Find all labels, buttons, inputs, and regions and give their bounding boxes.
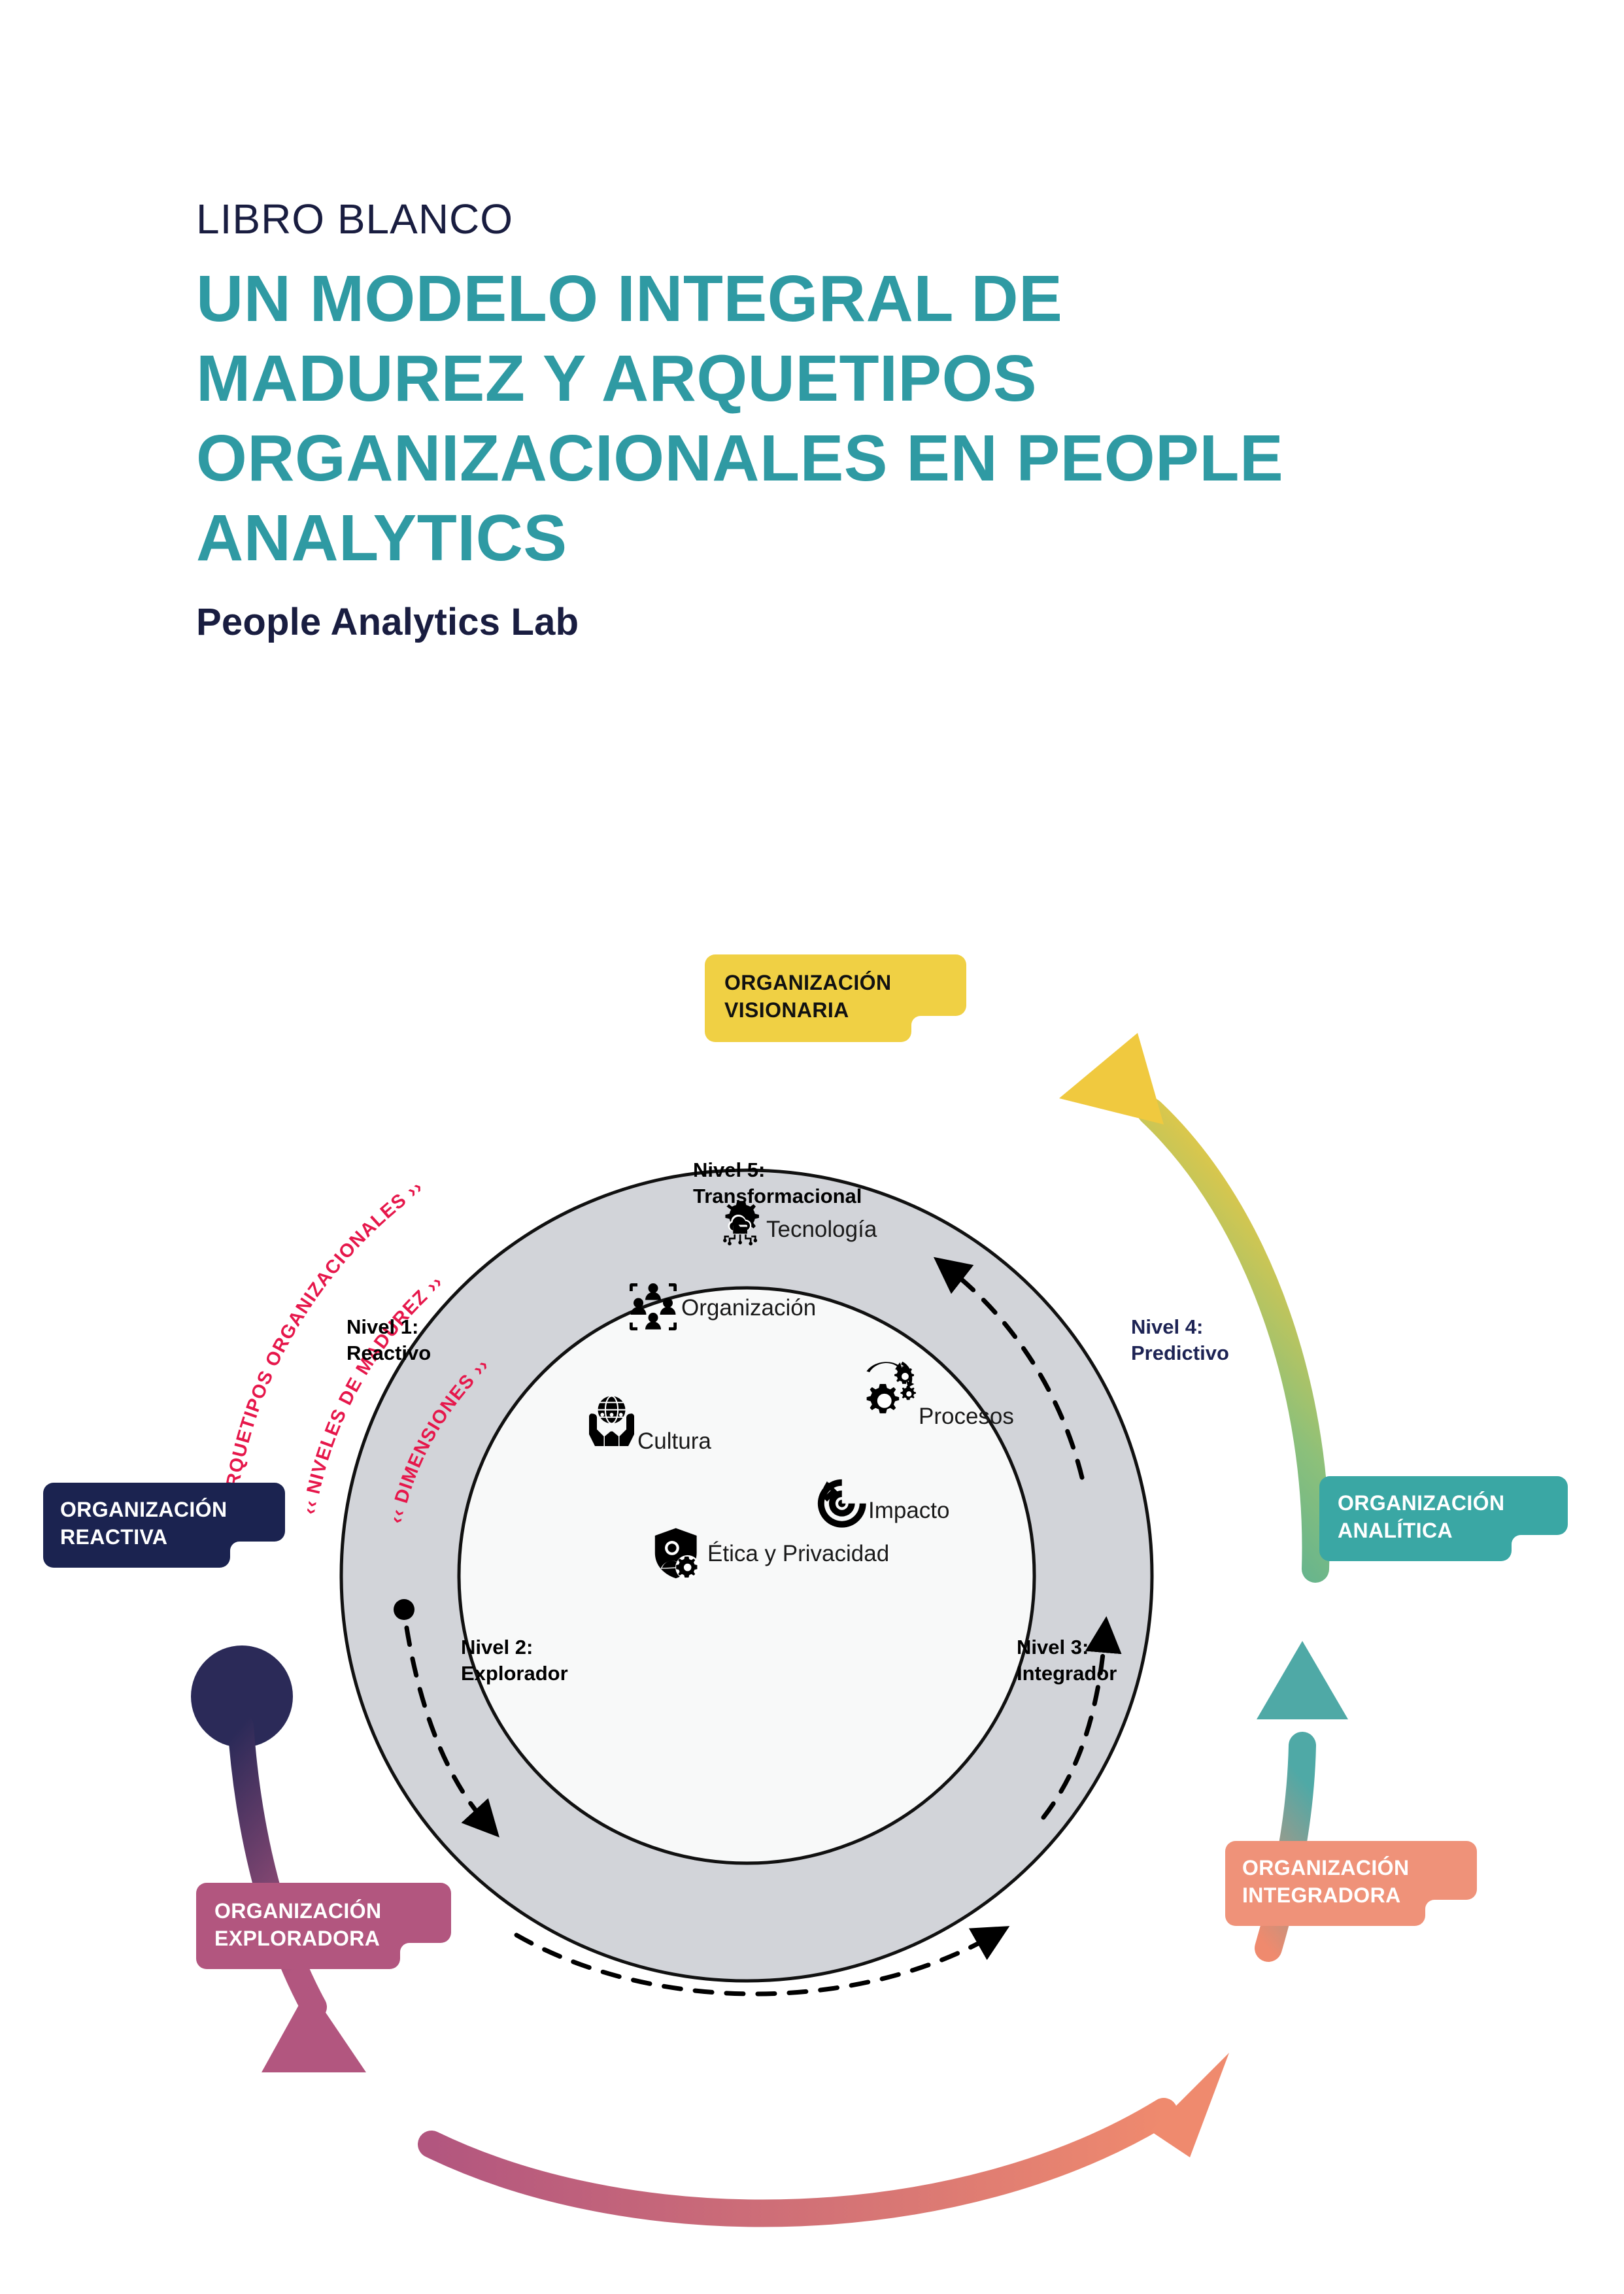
arrow-n2-n3 xyxy=(514,1926,1010,1997)
document-kicker: LIBRO BLANCO xyxy=(196,195,514,243)
flow-arrow-analitica-visionaria xyxy=(1059,1033,1330,1583)
badge-reactiva-line2: REACTIVA xyxy=(60,1525,167,1549)
badge-integradora-line1: ORGANIZACIÓN xyxy=(1242,1856,1409,1880)
nivel-5-line2: Transformacional xyxy=(693,1185,862,1207)
target-arrow-icon xyxy=(817,1479,866,1528)
maturity-model-diagram: ‹‹ ARQUETIPOS ORGANIZACIONALES ›› ‹‹ NIV… xyxy=(0,902,1624,2275)
nivel-1-line1: Nivel 1: xyxy=(347,1315,418,1338)
badge-integradora-line2: INTEGRADORA xyxy=(1242,1883,1401,1907)
badge-integradora[interactable]: ORGANIZACIÓN INTEGRADORA xyxy=(1225,1841,1477,1941)
level-label-nivel-1: Nivel 1: Reactivo xyxy=(347,1315,431,1364)
badge-exploradora-line1: ORGANIZACIÓN xyxy=(214,1899,381,1923)
badge-visionaria-line2: VISIONARIA xyxy=(724,998,849,1022)
arrow-n4-n5 xyxy=(933,1257,1085,1480)
nivel-2-line2: Explorador xyxy=(461,1662,568,1685)
author-subtitle: People Analytics Lab xyxy=(196,601,579,644)
nivel-4-line1: Nivel 4: xyxy=(1131,1315,1203,1338)
badge-exploradora[interactable]: ORGANIZACIÓN EXPLORADORA xyxy=(196,1883,451,1984)
dimension-procesos-label: Procesos xyxy=(919,1404,1014,1429)
badge-reactiva[interactable]: ORGANIZACIÓN REACTIVA xyxy=(43,1483,285,1581)
dimension-cultura-label: Cultura xyxy=(637,1428,711,1454)
flow-arrow-reactiva-exploradora xyxy=(191,1645,366,2072)
dimension-organizacion: Organización xyxy=(630,1283,816,1330)
badge-reactiva-shape xyxy=(43,1483,285,1568)
badge-visionaria[interactable]: ORGANIZACIÓN VISIONARIA xyxy=(705,954,966,1056)
inner-core xyxy=(457,1286,1036,1865)
dimension-tecnologia-label: Tecnología xyxy=(766,1217,877,1242)
nivel-1-line2: Reactivo xyxy=(347,1341,431,1364)
badge-reactiva-line1: ORGANIZACIÓN xyxy=(60,1498,227,1521)
dimension-organizacion-label: Organización xyxy=(681,1295,816,1321)
hands-globe-icon xyxy=(588,1395,635,1446)
progression-start-dot xyxy=(394,1599,414,1620)
level-label-nivel-4: Nivel 4: Predictivo xyxy=(1131,1315,1229,1364)
dimension-procesos: Procesos xyxy=(866,1361,1014,1429)
dimension-impacto-label: Impacto xyxy=(868,1498,950,1523)
badge-analitica-line1: ORGANIZACIÓN xyxy=(1338,1491,1504,1515)
badge-exploradora-shape xyxy=(196,1883,451,1969)
badge-analitica-shape xyxy=(1319,1476,1568,1561)
gears-cycle-icon xyxy=(866,1361,916,1413)
level-label-nivel-3: Nivel 3: Integrador xyxy=(1017,1636,1117,1685)
arrow-n3-n4 xyxy=(1041,1616,1122,1820)
badge-visionaria-shape xyxy=(705,954,966,1042)
nivel-4-line2: Predictivo xyxy=(1131,1341,1229,1364)
cover-header: LIBRO BLANCO UN MODELO INTEGRAL DE MADUR… xyxy=(196,196,1438,644)
nivel-3-line1: Nivel 3: xyxy=(1017,1636,1089,1659)
nivel-2-line1: Nivel 2: xyxy=(461,1636,533,1659)
shield-person-gear-icon xyxy=(654,1528,700,1580)
dimension-tecnologia: Tecnología xyxy=(723,1201,877,1245)
dimension-etica: Ética y Privacidad xyxy=(654,1528,889,1580)
dimension-etica-label: Ética y Privacidad xyxy=(707,1541,889,1566)
level-label-nivel-2: Nivel 2: Explorador xyxy=(461,1636,568,1685)
progression-arrows xyxy=(394,1257,1122,1997)
page-title: UN MODELO INTEGRAL DE MADUREZ Y ARQUETIP… xyxy=(196,262,1284,575)
flow-arrow-exploradora-integradora xyxy=(418,2053,1229,2227)
badge-visionaria-line1: ORGANIZACIÓN xyxy=(724,971,891,994)
badge-analitica-line2: ANALÍTICA xyxy=(1338,1519,1453,1542)
level-label-nivel-5: Nivel 5: Transformacional xyxy=(693,1158,862,1207)
dimension-impacto: Impacto xyxy=(817,1479,950,1528)
arrow-n1-n2 xyxy=(404,1625,499,1838)
badge-exploradora-line2: EXPLORADORA xyxy=(214,1927,380,1950)
badge-integradora-shape xyxy=(1225,1841,1477,1926)
nivel-3-line2: Integrador xyxy=(1017,1662,1117,1685)
gear-cloud-circuit-icon xyxy=(723,1201,759,1245)
people-network-icon xyxy=(630,1283,677,1330)
nivel-5-line1: Nivel 5: xyxy=(693,1158,765,1181)
badge-analitica[interactable]: ORGANIZACIÓN ANALÍTICA xyxy=(1319,1476,1568,1576)
dimension-cultura: Cultura xyxy=(588,1395,711,1454)
